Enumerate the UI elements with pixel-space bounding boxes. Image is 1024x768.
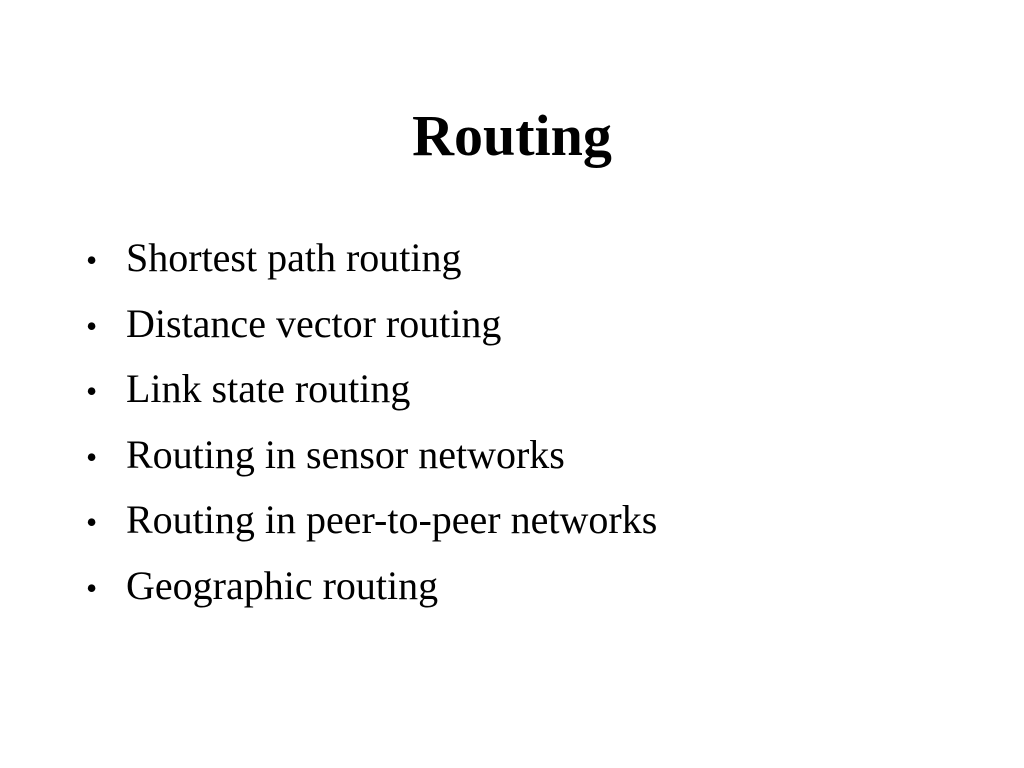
bullet-icon: • (86, 242, 98, 278)
list-item: • Routing in peer-to-peer networks (86, 487, 657, 553)
list-item-text: Shortest path routing (126, 235, 462, 280)
list-item-text: Routing in sensor networks (126, 431, 565, 477)
bullet-icon: • (86, 438, 98, 475)
bullet-icon: • (86, 504, 98, 540)
list-item: • Distance vector routing (86, 291, 657, 357)
list-item: • Geographic routing (86, 553, 657, 619)
list-item: • Routing in sensor networks (86, 422, 657, 488)
list-item-text: Link state routing (126, 366, 411, 411)
list-item-text: Routing in peer-to-peer networks (126, 497, 658, 542)
list-item: • Shortest path routing (86, 225, 657, 291)
bullet-icon: • (86, 307, 98, 344)
bullet-icon: • (86, 569, 98, 606)
slide-title: Routing (412, 103, 612, 168)
list-item-text: Geographic routing (126, 562, 439, 608)
bullet-list: • Shortest path routing • Distance vecto… (86, 225, 657, 618)
list-item: • Link state routing (86, 356, 657, 422)
bullet-icon: • (86, 373, 98, 409)
list-item-text: Distance vector routing (126, 300, 502, 346)
